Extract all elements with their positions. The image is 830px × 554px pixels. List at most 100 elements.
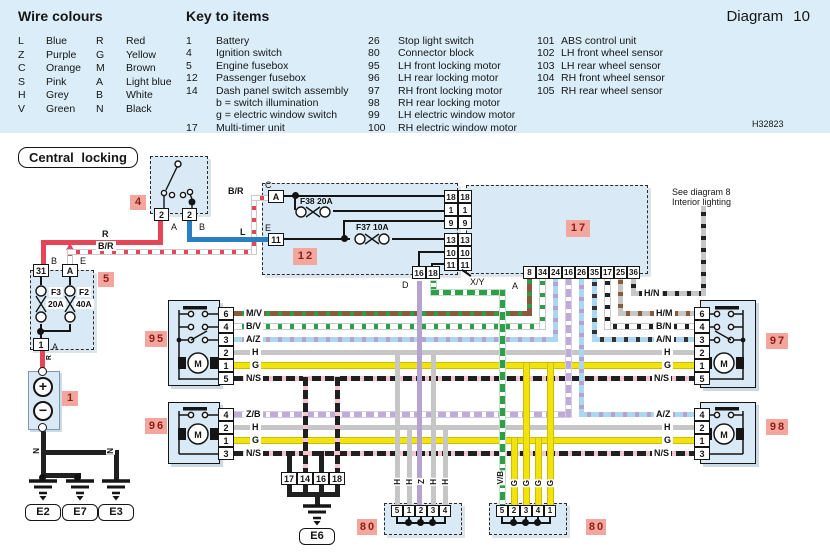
wire-label-n: N <box>106 447 115 455</box>
fusebox-line <box>392 238 444 240</box>
fuse-lead <box>69 277 71 285</box>
item-label: Battery <box>216 35 250 47</box>
wire-label: Z/B <box>244 409 263 419</box>
item-label: RH electric window motor <box>398 121 518 134</box>
fusebox-line <box>284 238 350 240</box>
item-label: RH front locking motor <box>398 84 503 97</box>
colour-code: L <box>18 35 24 47</box>
item-label: RH front wheel sensor <box>561 72 665 85</box>
conn80-pin: 4 <box>439 505 451 517</box>
wire-label-br2: B/R <box>226 186 246 196</box>
legend-header <box>0 0 830 133</box>
item-number: 96 <box>368 72 380 85</box>
connector-letter: B <box>199 222 206 232</box>
fuse-lead <box>40 332 42 340</box>
section-title: Central locking <box>18 147 138 168</box>
pin-31: 31 <box>33 264 49 277</box>
wire-zb-row <box>233 411 572 418</box>
pin-18: 18 <box>426 266 440 279</box>
timer-pin: 36 <box>627 266 640 279</box>
pin: 2 <box>694 346 710 359</box>
item-number: 1 <box>186 35 192 47</box>
pin: 1 <box>218 359 234 372</box>
wire-ns-drop-1 <box>287 451 292 477</box>
wire-label: H/M <box>654 308 675 318</box>
wire-e6-bus <box>287 492 340 497</box>
note-line2: Interior lighting <box>672 197 732 207</box>
wire-bv-drop <box>539 278 546 330</box>
wire-h-drop-2 <box>407 425 412 512</box>
item-number: 5 <box>186 59 192 72</box>
wire-br-arrow-icon <box>66 243 74 250</box>
pin-1: 1 <box>33 338 49 351</box>
tag-lh-rear-motor: 96 <box>145 418 167 434</box>
pin-2b: 2 <box>182 208 197 221</box>
timer-pin: 24 <box>549 266 562 279</box>
ground-icon <box>100 479 132 502</box>
fusebox-line <box>284 195 444 197</box>
tag-battery: 1 <box>62 391 78 406</box>
wire-e6-stub1 <box>287 485 292 494</box>
tag-connector-block-right: 80 <box>586 519 606 535</box>
wire-hn-drop <box>631 279 636 296</box>
battery-terminal-icon <box>38 423 47 432</box>
wire-e6-stub3 <box>319 485 324 494</box>
connector-letter: A <box>512 281 519 291</box>
colour-code: R <box>96 35 104 47</box>
junction-dot <box>341 235 348 242</box>
fusebox-line <box>431 263 433 267</box>
timer-pin: 34 <box>536 266 549 279</box>
connector-letter: E <box>80 256 87 266</box>
colour-code: B <box>96 89 104 101</box>
drawing-reference: H32823 <box>752 119 784 129</box>
note-line1: See diagram 8 <box>672 187 731 197</box>
timer-pin: 25 <box>614 266 627 279</box>
connector-letter: D <box>402 280 409 290</box>
conn80-pin: 2 <box>415 505 427 517</box>
wire-label-l: L <box>238 227 248 237</box>
wire-label: G <box>662 435 674 445</box>
wire-h-row-rear <box>234 425 694 430</box>
xy-pin: 1 <box>444 203 458 216</box>
fuse-lead <box>40 277 42 285</box>
junction-dot <box>39 474 46 481</box>
item-number: 103 <box>537 59 555 72</box>
wire-hn-row <box>631 291 706 296</box>
fusebox-line <box>418 251 420 266</box>
pin-16: 16 <box>412 266 426 279</box>
pin: 1 <box>694 359 710 372</box>
item-number: 95 <box>368 59 380 72</box>
lh-front-locking-motor-box <box>168 300 222 386</box>
item-label: LH front wheel sensor <box>561 47 664 60</box>
wire-bn-row <box>604 323 695 330</box>
wire-l-stub <box>187 221 192 239</box>
wire-br-top <box>251 195 271 201</box>
item-label: LH rear wheel sensor <box>561 59 661 72</box>
wire-label: H <box>405 478 414 486</box>
conn80-stub <box>396 517 398 523</box>
wire-n-e3 <box>114 450 119 480</box>
xy-pin: 18 <box>458 190 472 203</box>
wire-label-r-battery: R <box>45 354 54 362</box>
wire-label-hn: H/N <box>642 288 662 298</box>
connector-letter: A <box>52 342 59 352</box>
wire-label: V/B <box>496 470 505 486</box>
colour-name: Yellow <box>126 48 156 61</box>
xy-pin: 11 <box>444 258 458 271</box>
wire-br-riser <box>251 195 257 255</box>
tag-rh-rear-motor: 98 <box>766 419 788 435</box>
see-diagram-note: See diagram 8 Interior lighting <box>672 187 731 207</box>
wire-vb-horizontal <box>430 289 506 296</box>
colour-code: Z <box>18 48 25 61</box>
pin: 5 <box>694 372 710 385</box>
wire-h-row-front <box>234 350 694 355</box>
fuse-rating: 40A <box>74 299 94 309</box>
wire-vb-drop <box>499 289 506 513</box>
wire-az-row-left <box>234 337 558 342</box>
colour-name: Brown <box>126 62 156 74</box>
wire-label: G <box>250 435 262 445</box>
colour-code: G <box>96 48 105 61</box>
